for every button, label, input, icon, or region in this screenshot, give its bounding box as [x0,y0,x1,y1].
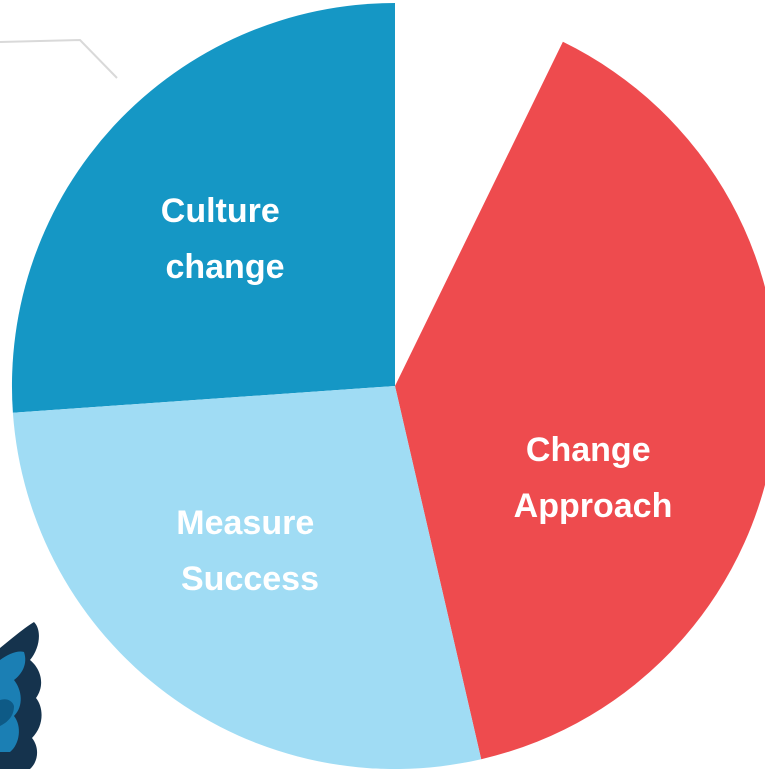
decorative-line [0,38,118,79]
measure-success-label-line-2: Success [181,560,319,598]
segment-culture [11,3,395,413]
measure-success-label-line-1: Measure [176,504,314,542]
culture-change-label-line-2: change [165,248,284,286]
segment-measure [12,386,482,770]
change-approach-label-line-2: Approach [514,487,673,525]
segment-change [395,41,765,760]
change-approach-label: Change Approach [514,431,673,525]
culture-change-label-line-1: Culture [161,192,280,230]
change-approach-label-line-1: Change [526,431,651,469]
decorative-swirl-icon [0,622,42,769]
culture-change-label: Culture change [161,192,289,286]
measure-success-label: Measure Success [176,504,323,598]
